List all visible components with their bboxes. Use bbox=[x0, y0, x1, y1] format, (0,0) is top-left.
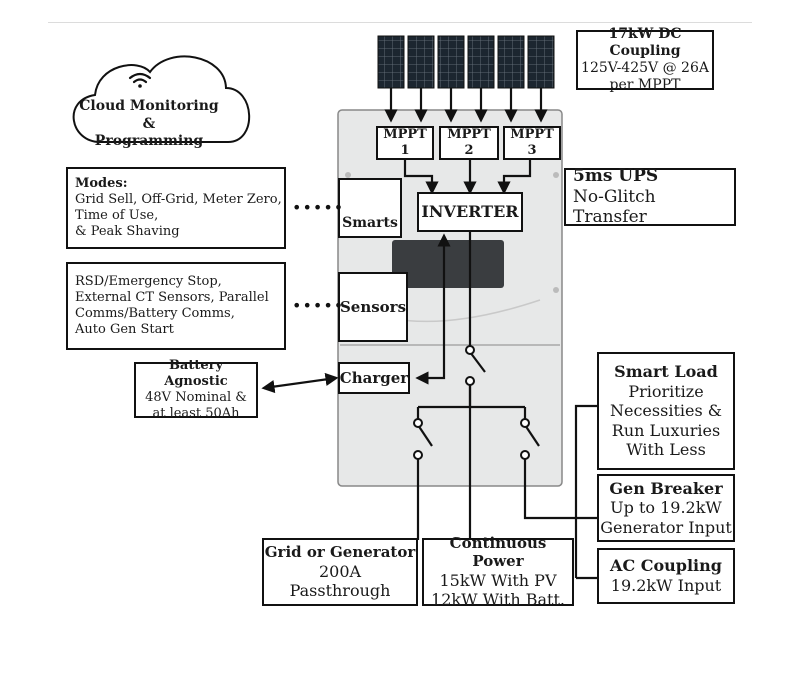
solar-panel bbox=[527, 35, 555, 89]
panel-to-mppt-arrows bbox=[384, 88, 548, 123]
ac-coupling-box: AC Coupling 19.2kW Input bbox=[597, 548, 735, 604]
charger-box: Charger bbox=[338, 362, 410, 394]
gen-breaker-line-2: Generator Input bbox=[600, 517, 732, 537]
mppt-3-label: MPPT 3 bbox=[510, 127, 554, 158]
sensors-label: Sensors bbox=[339, 297, 407, 316]
rsd-line-1: RSD/Emergency Stop, bbox=[75, 274, 222, 290]
modes-line-3: & Peak Shaving bbox=[75, 223, 180, 239]
modes-line-1: Grid Sell, Off-Grid, Meter Zero, bbox=[75, 192, 282, 208]
continuous-power-box: Continuous Power 15kW With PV 12kW With … bbox=[422, 534, 574, 609]
solar-panel bbox=[407, 35, 435, 89]
sensors-box: Sensors bbox=[338, 272, 408, 342]
dc-coupling-per: per MPPT bbox=[609, 77, 681, 94]
modes-connector-dots: ••••• bbox=[292, 198, 345, 217]
switch-contacts bbox=[413, 345, 530, 460]
gen-breaker-line-1: Up to 19.2kW bbox=[610, 498, 722, 518]
cloud-label: Cloud Monitoring & Programming bbox=[74, 98, 224, 151]
battery-charger-link bbox=[261, 372, 339, 394]
solar-panel bbox=[377, 35, 405, 89]
ac-coupling-title: AC Coupling bbox=[610, 556, 722, 576]
dc-coupling-range: 125V-425V @ 26A bbox=[581, 60, 709, 76]
rsd-line-3: Comms/Battery Comms, bbox=[75, 306, 235, 321]
enclosure-screw bbox=[345, 172, 351, 178]
battery-box: Battery Agnostic 48V Nominal & at least … bbox=[134, 358, 258, 421]
ac-coupling-detail: 19.2kW Input bbox=[610, 576, 722, 595]
mppt-1-label: MPPT 1 bbox=[383, 127, 427, 158]
battery-line-1: 48V Nominal & bbox=[145, 390, 247, 405]
inverter-box: INVERTER bbox=[417, 192, 523, 232]
mppt-1-box: MPPT 1 bbox=[376, 126, 434, 160]
solar-panel bbox=[437, 35, 465, 89]
ups-title: 5ms UPS bbox=[573, 165, 659, 186]
rsd-line-4: Auto Gen Start bbox=[75, 321, 174, 337]
charger-label: Charger bbox=[339, 368, 409, 387]
continuous-title: Continuous Power bbox=[449, 534, 547, 571]
rsd-line-2: External CT Sensors, Parallel bbox=[75, 290, 269, 306]
smart-load-line-2: Necessities & bbox=[610, 401, 722, 421]
mppt-2-box: MPPT 2 bbox=[439, 126, 499, 160]
gen-breaker-title: Gen Breaker bbox=[609, 478, 723, 498]
enclosure-screen bbox=[392, 240, 504, 288]
gen-breaker-box: Gen Breaker Up to 19.2kW Generator Input bbox=[597, 474, 735, 542]
smart-load-box: Smart Load Prioritize Necessities & Run … bbox=[597, 352, 735, 470]
smart-load-line-1: Prioritize bbox=[628, 381, 704, 401]
grid-title: Grid or Generator bbox=[264, 543, 416, 562]
inverter-output-line bbox=[416, 232, 598, 580]
grid-generator-box: Grid or Generator 200A Passthrough bbox=[262, 538, 418, 606]
enclosure-screw bbox=[553, 172, 559, 178]
rsd-box: RSD/Emergency Stop, External CT Sensors,… bbox=[66, 262, 286, 350]
dc-coupling-box: 17kW DC Coupling 125V-425V @ 26A per MPP… bbox=[576, 26, 714, 93]
battery-line-2: at least 50Ah bbox=[152, 405, 240, 421]
ups-box: 5ms UPS No-Glitch Transfer bbox=[564, 165, 736, 228]
grid-line-1: 200A bbox=[318, 561, 362, 581]
cloud-shape bbox=[72, 55, 251, 143]
mppt-to-inverter-arrows bbox=[403, 160, 532, 195]
continuous-line-1: 15kW With PV bbox=[439, 570, 557, 590]
modes-title: Modes: bbox=[75, 176, 128, 192]
mppt-2-label: MPPT 2 bbox=[447, 127, 491, 158]
solar-panel bbox=[467, 35, 495, 89]
smart-load-line-4: With Less bbox=[626, 440, 706, 460]
top-divider bbox=[48, 22, 752, 23]
enclosure-screw bbox=[553, 287, 559, 293]
dc-coupling-title: 17kW DC Coupling bbox=[608, 25, 682, 59]
smarts-box: Smarts bbox=[338, 178, 402, 238]
solar-panel-array bbox=[377, 35, 555, 89]
wifi-icon bbox=[128, 72, 152, 88]
smart-load-title: Smart Load bbox=[614, 362, 718, 382]
modes-box: Modes: Grid Sell, Off-Grid, Meter Zero, … bbox=[66, 167, 286, 249]
grid-line-2: Passthrough bbox=[289, 581, 391, 601]
cloud-line-1: Cloud Monitoring & bbox=[79, 98, 219, 132]
ups-detail: No-Glitch Transfer bbox=[573, 186, 656, 228]
smarts-label: Smarts bbox=[342, 214, 398, 231]
inverter-label: INVERTER bbox=[421, 202, 519, 222]
solar-panel bbox=[497, 35, 525, 89]
battery-title: Battery Agnostic bbox=[164, 358, 228, 390]
inverter-charger-link bbox=[415, 233, 451, 385]
continuous-line-2: 12kW With Batt. bbox=[431, 590, 565, 610]
rsd-connector-dots: ••••• bbox=[292, 296, 345, 315]
mppt-3-box: MPPT 3 bbox=[503, 126, 561, 160]
smart-load-line-3: Run Luxuries bbox=[611, 420, 721, 440]
modes-line-2: Time of Use, bbox=[75, 208, 159, 223]
cloud-line-2: Programming bbox=[94, 133, 204, 149]
